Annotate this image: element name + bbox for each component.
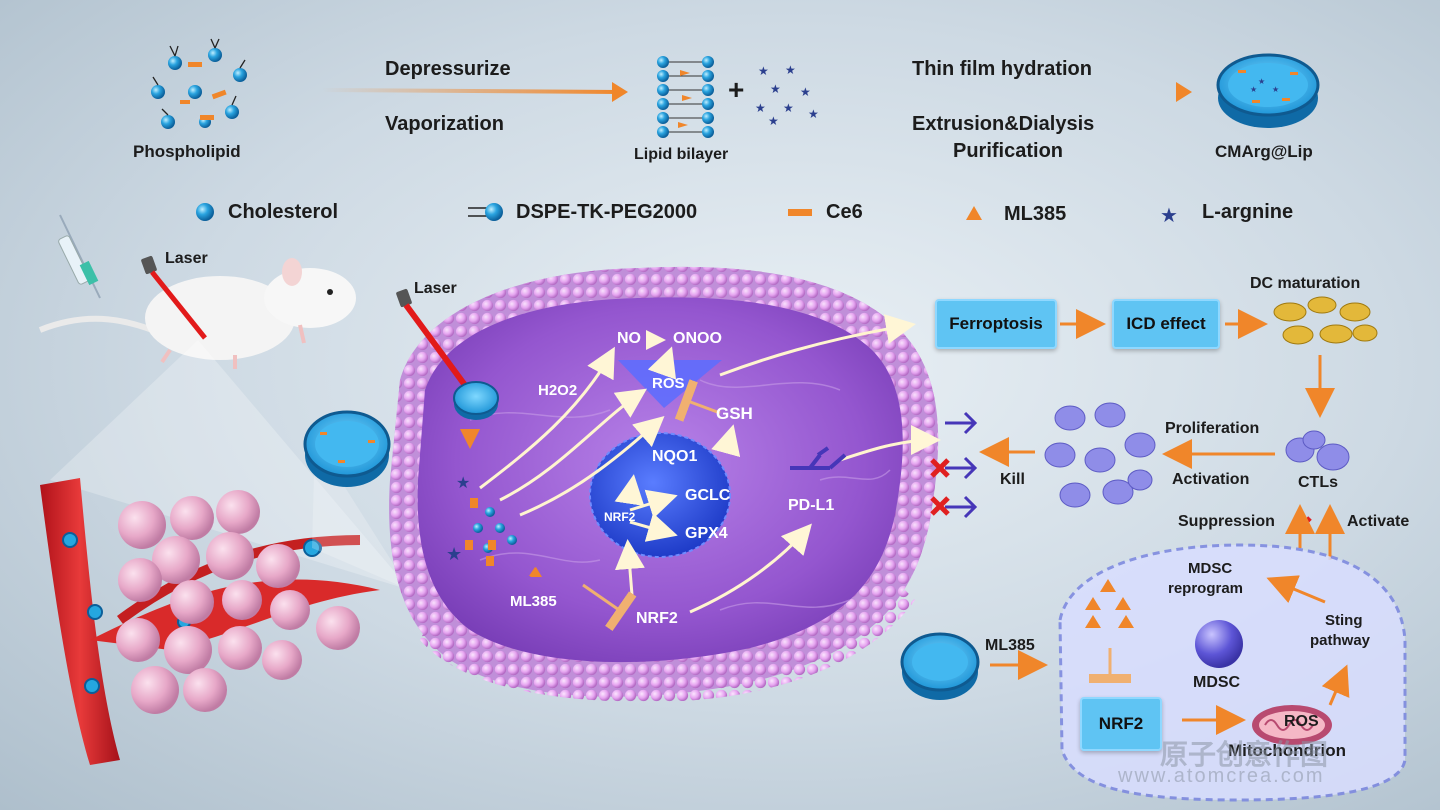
ctl-cells-icon	[1285, 430, 1350, 471]
svg-text:★: ★	[1272, 85, 1279, 94]
watermark-url: www.atomcrea.com	[1118, 765, 1325, 787]
pd-l1-label: PD-L1	[788, 497, 835, 514]
svg-text:★: ★	[785, 63, 796, 77]
ros-to-sting-arrow	[1321, 664, 1350, 706]
no-label: NO	[617, 330, 641, 347]
mdsc-label: MDSC	[1193, 674, 1241, 691]
ml385-legend-icon	[966, 206, 982, 220]
sting-label-2: pathway	[1310, 632, 1371, 649]
legend-ce6: Ce6	[826, 201, 863, 223]
liposome-mdsc-icon	[900, 632, 980, 700]
suppression-label: Suppression	[1178, 513, 1275, 530]
ce6-legend-icon	[788, 209, 812, 216]
phospholipid-label: Phospholipid	[133, 142, 241, 161]
ml385-triangles-icon	[1085, 579, 1134, 628]
mitochondrion-label: Mitochondrion	[1228, 741, 1347, 760]
legend-cholesterol: Cholesterol	[228, 201, 339, 223]
nucleus-nrf2-label: NRF2	[604, 510, 636, 524]
nrf2-cell-label: NRF2	[636, 610, 678, 627]
svg-text:★: ★	[1250, 85, 1257, 94]
svg-text:★: ★	[768, 114, 779, 128]
syringe-icon	[58, 214, 101, 299]
dspe-legend-icon	[468, 203, 503, 221]
mdsc-reprogram-label-1: MDSC	[1188, 560, 1233, 577]
svg-text:★: ★	[755, 101, 766, 115]
dc-maturation-label: DC maturation	[1250, 275, 1361, 292]
nqo1-label: NQO1	[652, 448, 698, 465]
purification-label: Purification	[953, 140, 1064, 162]
h2o2-label: H2O2	[538, 382, 578, 399]
svg-text:★: ★	[446, 544, 462, 564]
plus-sign: +	[728, 74, 745, 105]
ml385-mdsc-label: ML385	[985, 637, 1035, 654]
lipid-bilayer-icon	[657, 56, 714, 138]
sting-to-reprogram-arrow	[1266, 575, 1326, 604]
watermark-brand: 原子创意作图	[1160, 739, 1329, 770]
kill-label: Kill	[1000, 471, 1025, 488]
cell-laser-beam	[396, 288, 473, 394]
cmarg-lip-liposome-icon: ★★★	[1216, 53, 1320, 128]
sting-label-1: Sting	[1325, 612, 1363, 629]
zoom-cone	[50, 340, 410, 590]
mouse-icon	[38, 258, 356, 369]
cell-pathway-arrows	[479, 314, 941, 614]
mdsc-cell-icon	[1195, 620, 1243, 668]
proliferation-label: Proliferation	[1165, 420, 1260, 437]
svg-text:★: ★	[758, 64, 769, 78]
ctls-label: CTLs	[1298, 474, 1338, 491]
gsh-inhibit-line	[674, 379, 721, 422]
proliferating-ctl-cluster-icon	[1044, 402, 1156, 508]
mito-ros-label: ROS	[1284, 713, 1319, 730]
membrane-pd-l1-icons	[945, 411, 978, 519]
mouse-laser-beam	[141, 255, 207, 340]
svg-text:★: ★	[808, 107, 819, 121]
lipid-bilayer-label: Lipid bilayer	[634, 146, 729, 163]
ml385-inhibit-line	[582, 583, 637, 631]
ros-label: ROS	[652, 375, 685, 392]
vaporization-label: Vaporization	[385, 113, 504, 135]
activate-label: Activate	[1347, 513, 1410, 530]
depressurize-arrow	[321, 88, 621, 94]
mouse-laser-label: Laser	[165, 250, 208, 267]
svg-text:★: ★	[770, 82, 781, 96]
mdsc-reprogram-label-2: reprogram	[1168, 580, 1244, 597]
ml385-cell-label: ML385	[510, 593, 557, 610]
internal-liposome-icon	[453, 381, 499, 420]
activation-label: Activation	[1172, 471, 1250, 488]
gpx4-label: GPX4	[685, 525, 728, 542]
pd-l1-receptor-icon	[790, 446, 847, 470]
svg-text:★: ★	[800, 85, 811, 99]
cmarg-lip-label: CMArg@Lip	[1215, 142, 1313, 161]
tumor-cluster-icon	[116, 490, 360, 714]
ferroptosis-box: Ferroptosis	[935, 299, 1057, 349]
mitochondrion-icon	[1252, 705, 1332, 745]
legend-ml385: ML385	[1004, 203, 1067, 225]
dendritic-cells-icon	[1273, 296, 1378, 345]
l-arginine-stars-icon: ★★★★ ★★★★	[755, 63, 819, 128]
l-argnine-legend-icon: ★	[1160, 205, 1178, 227]
gsh-label: GSH	[716, 404, 753, 423]
svg-text:★: ★	[1258, 77, 1265, 86]
svg-text:★: ★	[783, 101, 794, 115]
liposome-approaching-icon	[303, 410, 391, 487]
cholesterol-legend-icon	[196, 203, 214, 221]
ros-triangle	[618, 360, 722, 408]
phospholipid-cluster-icon	[151, 38, 247, 129]
onoo-label: ONOO	[673, 330, 722, 347]
cell-laser-label: Laser	[414, 280, 457, 297]
icd-effect-box: ICD effect	[1112, 299, 1220, 349]
legend-l-argnine: L-argnine	[1202, 201, 1294, 223]
depressurize-label: Depressurize	[385, 58, 511, 80]
extrusion-label: Extrusion&Dialysis	[912, 113, 1095, 135]
legend-dspe: DSPE-TK-PEG2000	[516, 201, 698, 223]
released-cargo-icons: ★ ★	[446, 475, 541, 576]
mdsc-nrf2-box: NRF2	[1080, 697, 1162, 751]
svg-text:★: ★	[456, 475, 470, 492]
thin-film-label: Thin film hydration	[912, 58, 1092, 80]
gclc-label: GCLC	[685, 487, 731, 504]
